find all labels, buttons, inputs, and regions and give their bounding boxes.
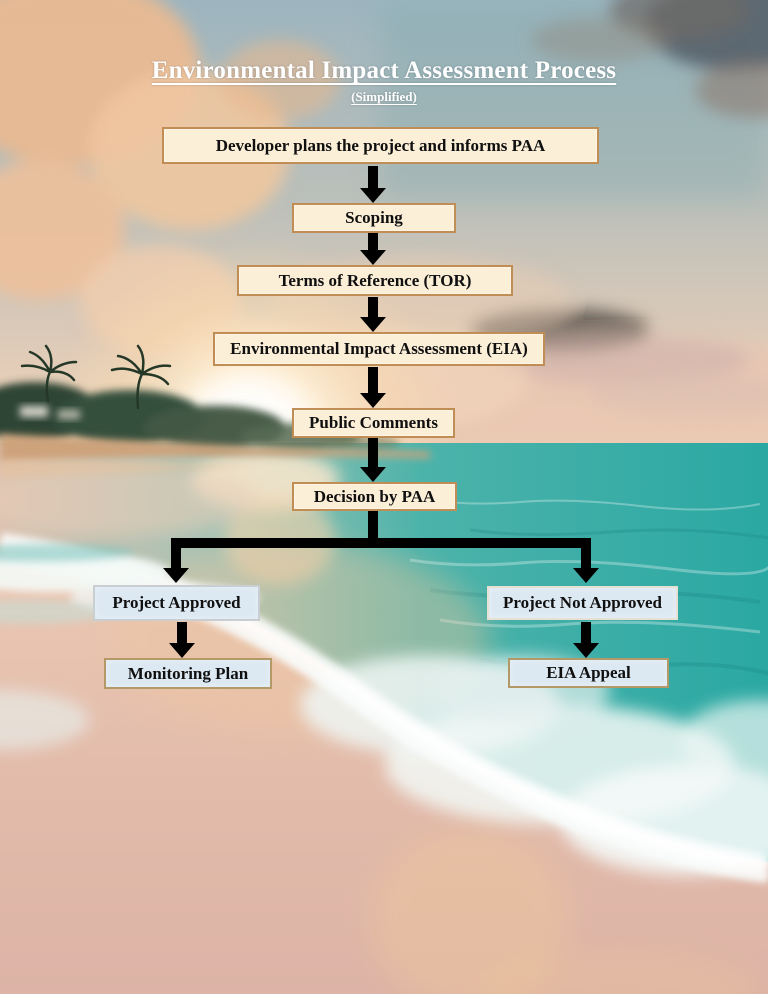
arrow-down-icon [360, 166, 386, 203]
flow-node-monitoring-plan: Monitoring Plan [104, 658, 272, 689]
arrow-down-left-branch-icon [163, 548, 189, 583]
flow-node-scoping: Scoping [292, 203, 456, 233]
arrow-down-icon [360, 438, 386, 482]
arrow-down-icon [360, 297, 386, 332]
branch-connector-stub [368, 511, 378, 543]
arrow-down-icon [573, 622, 599, 658]
flow-node-developer-informs-paa: Developer plans the project and informs … [162, 127, 599, 164]
flow-node-project-approved: Project Approved [93, 585, 260, 621]
arrow-down-icon [360, 367, 386, 408]
flow-node-terms-of-reference: Terms of Reference (TOR) [237, 265, 513, 296]
arrow-down-right-branch-icon [573, 548, 599, 583]
branch-connector-bar [171, 538, 591, 548]
page-subtitle: (Simplified) [351, 89, 417, 104]
flow-node-public-comments: Public Comments [292, 408, 455, 438]
flow-node-eia-appeal: EIA Appeal [508, 658, 669, 688]
flow-node-eia: Environmental Impact Assessment (EIA) [213, 332, 545, 366]
flow-node-project-not-approved: Project Not Approved [487, 586, 678, 620]
title-block: Environmental Impact Assessment Process … [0, 57, 768, 105]
page-title: Environmental Impact Assessment Process [151, 57, 617, 84]
arrow-down-icon [360, 233, 386, 265]
flow-node-decision-by-paa: Decision by PAA [292, 482, 457, 511]
arrow-down-icon [169, 622, 195, 658]
